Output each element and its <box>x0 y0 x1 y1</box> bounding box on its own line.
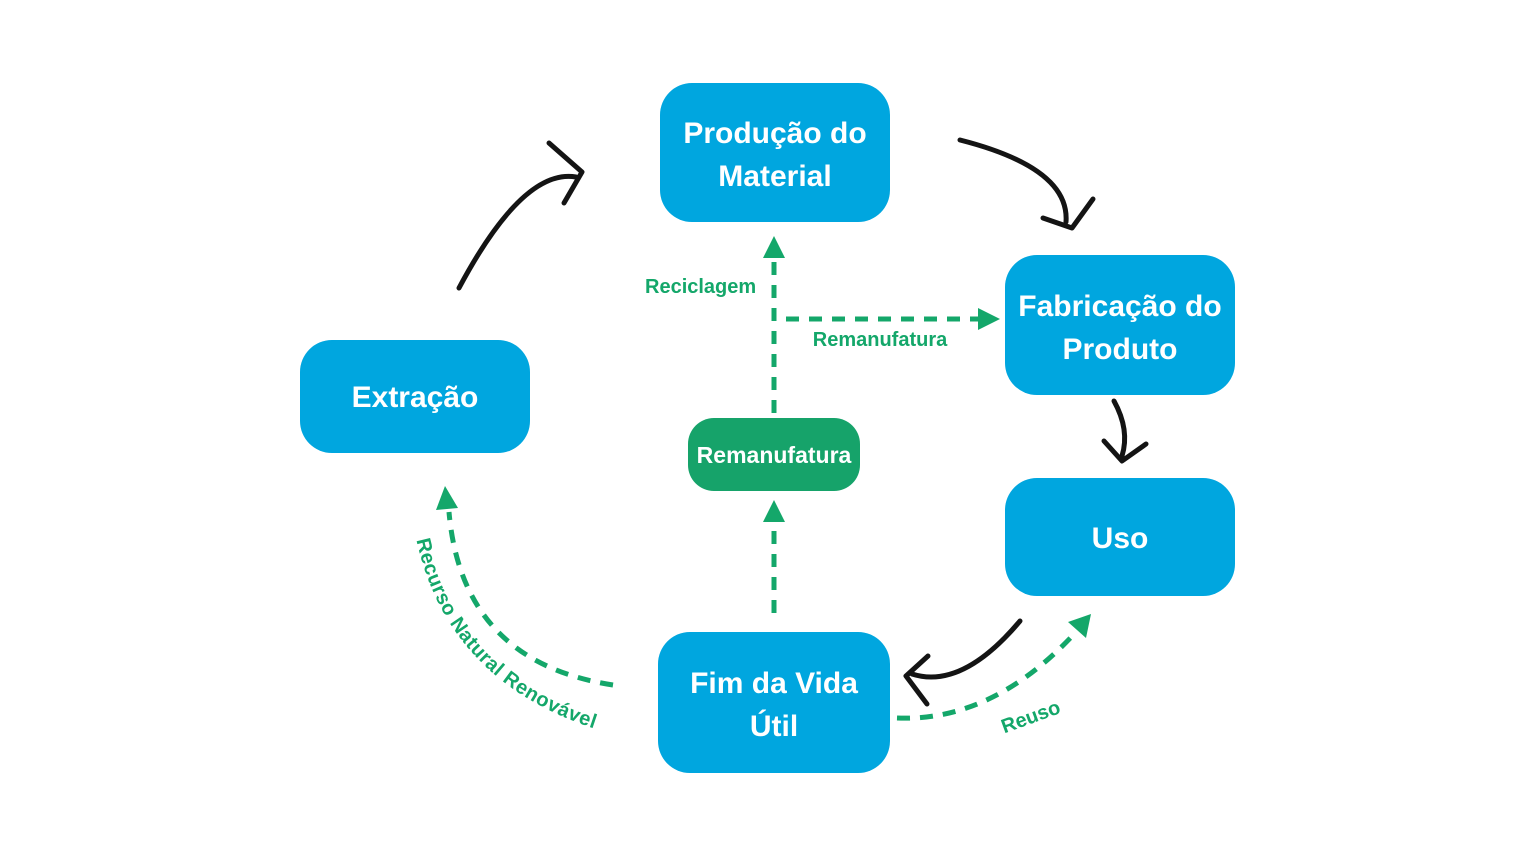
label-reciclagem: Reciclagem <box>645 276 756 298</box>
label-remanufatura-arrow: Remanufatura <box>813 329 948 351</box>
arrow-extracao-to-producao <box>456 140 585 291</box>
node-fabricacao-label-line2: Produto <box>1063 333 1178 366</box>
node-producao-box <box>660 83 890 222</box>
arrowhead-up-icon <box>436 486 458 510</box>
node-producao-label-line2: Material <box>718 160 831 193</box>
label-recurso-natural-renovavel: Recurso Natural Renovável <box>411 536 599 733</box>
arrow-uso-to-fim <box>903 618 1023 707</box>
node-fabricacao-do-produto: Fabricação do Produto <box>1005 255 1235 395</box>
node-producao-label-line1: Produção do <box>683 117 866 150</box>
arrowhead-upright-icon <box>1068 614 1091 638</box>
node-fim-label-line2: Útil <box>750 709 798 743</box>
node-fabricacao-box <box>1005 255 1235 395</box>
node-fim-da-vida-util: Fim da Vida Útil <box>658 632 890 773</box>
node-uso-box <box>1005 478 1235 596</box>
node-uso-label: Uso <box>1092 522 1149 555</box>
node-producao-do-material: Produção do Material <box>660 83 890 222</box>
node-remanufatura-label: Remanufatura <box>697 442 852 468</box>
label-reuso: Reuso <box>998 697 1063 739</box>
arrow-fim-to-remanufatura <box>763 500 785 613</box>
arrow-fabricacao-to-uso <box>1101 398 1149 464</box>
arrowhead-right-icon <box>978 308 1000 330</box>
node-remanufatura: Remanufatura <box>688 418 860 491</box>
arrow-remanufatura-to-producao <box>763 236 785 413</box>
arrowhead-up-icon <box>763 236 785 258</box>
arrow-reuso-fim-to-uso <box>896 614 1091 721</box>
node-uso: Uso <box>1005 478 1235 596</box>
node-fabricacao-label-line1: Fabricação do <box>1018 290 1221 323</box>
arrow-remanufatura-to-fabricacao <box>786 308 1000 330</box>
node-fim-label-line1: Fim da Vida <box>690 667 858 700</box>
node-extracao: Extração <box>300 340 530 453</box>
node-extracao-box <box>300 340 530 453</box>
arrow-producao-to-fabricacao <box>957 137 1096 231</box>
arrowhead-up-icon <box>763 500 785 522</box>
node-extracao-label: Extração <box>352 381 479 414</box>
node-remanufatura-box <box>688 418 860 491</box>
arrow-recurso-fim-to-extracao <box>436 486 614 688</box>
node-fim-box <box>658 632 890 773</box>
